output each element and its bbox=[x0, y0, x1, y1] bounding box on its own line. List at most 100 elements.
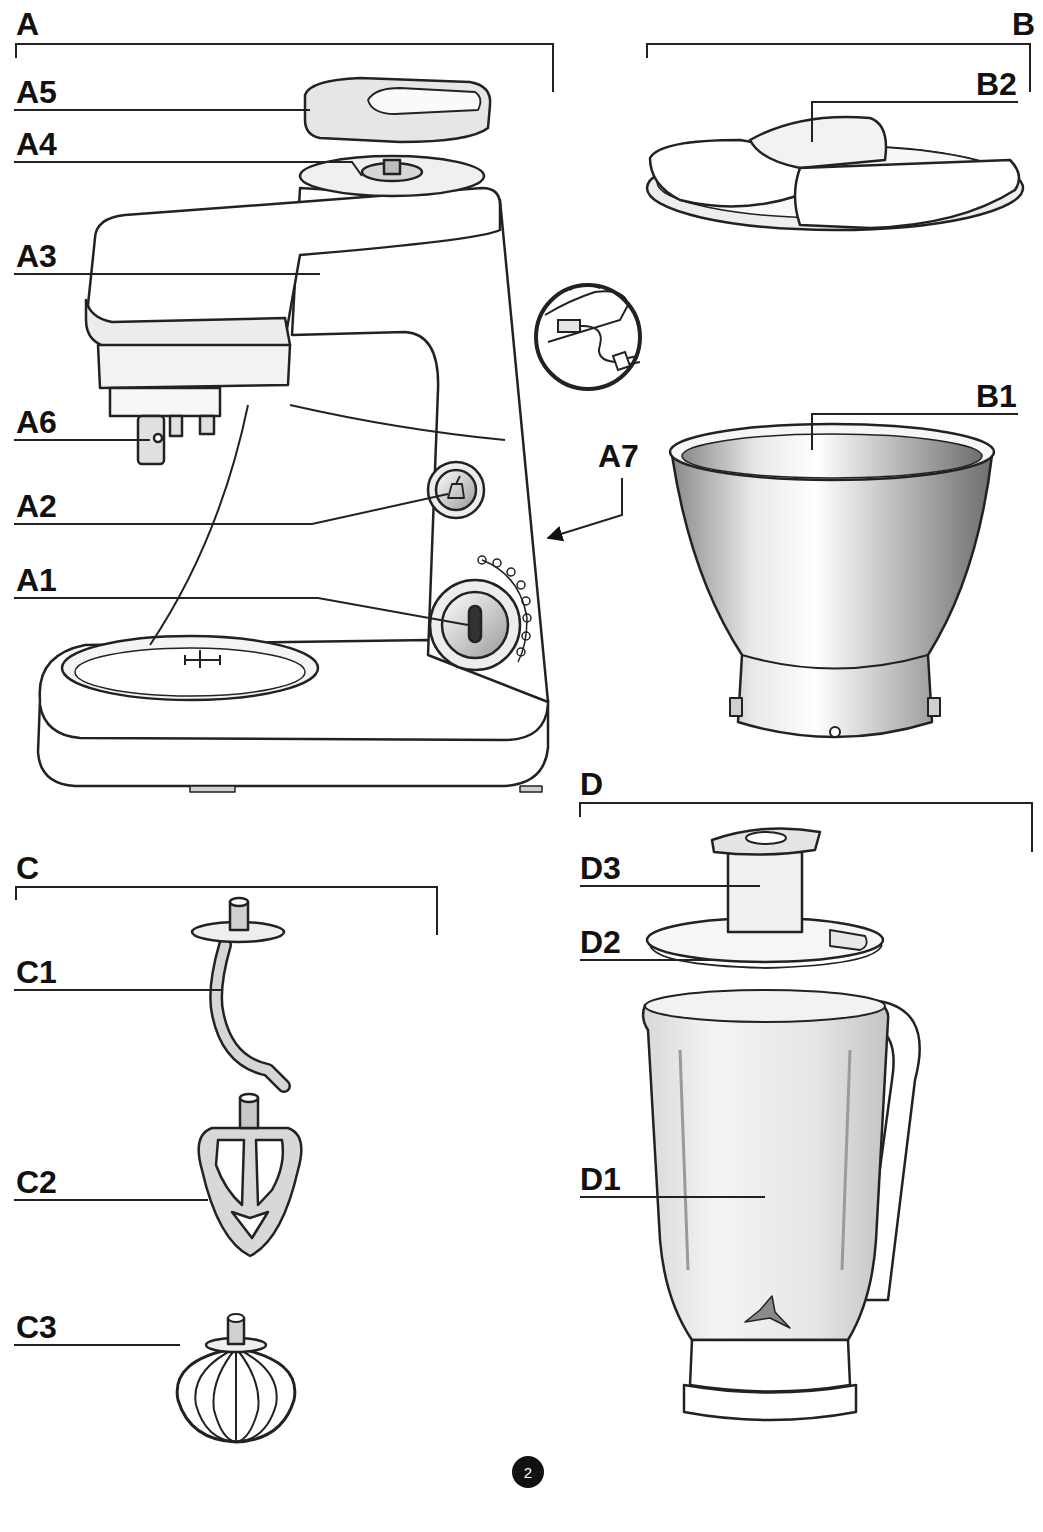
callout-label: B1 bbox=[976, 380, 1017, 412]
callout-label: A7 bbox=[598, 440, 639, 472]
leader-line bbox=[14, 1344, 180, 1346]
wire-whisk bbox=[195, 1348, 276, 1442]
callout-label: D3 bbox=[580, 852, 621, 884]
group-letter: A bbox=[16, 8, 39, 40]
group-letter: C bbox=[16, 852, 39, 884]
bowl-seat bbox=[62, 636, 318, 700]
speed-dial bbox=[442, 592, 508, 658]
speed-marks bbox=[507, 568, 515, 576]
dough-hook bbox=[216, 945, 284, 1086]
callout-label: C1 bbox=[16, 956, 57, 988]
page-number-badge: 2 bbox=[511, 1455, 545, 1489]
speed-marks bbox=[517, 581, 525, 589]
callout-label: B2 bbox=[976, 68, 1017, 100]
wire-whisk bbox=[177, 1348, 295, 1442]
flat-beater bbox=[256, 1140, 283, 1205]
mixer-head bbox=[88, 188, 500, 340]
badge-circle bbox=[512, 1456, 544, 1488]
group-bracket bbox=[647, 44, 1030, 92]
stand-mixer bbox=[38, 78, 548, 792]
mixer-feet bbox=[190, 786, 542, 792]
bowl-lock bbox=[185, 650, 220, 668]
leader-line bbox=[580, 885, 760, 887]
head-band bbox=[86, 300, 290, 348]
flat-beater bbox=[199, 1128, 302, 1256]
leader-line bbox=[14, 1199, 208, 1201]
mixing-bowl bbox=[730, 698, 940, 716]
bowl-lid bbox=[647, 117, 1023, 230]
wire-whisk bbox=[235, 1348, 237, 1442]
blender-jug bbox=[830, 930, 867, 950]
stand-mixer bbox=[200, 416, 214, 434]
power-cord-inset bbox=[558, 320, 580, 332]
speed-marks bbox=[482, 560, 527, 662]
blender-jug bbox=[684, 1385, 856, 1420]
stand-mixer bbox=[170, 416, 182, 436]
mixing-bowl bbox=[670, 424, 994, 480]
blender-jug bbox=[746, 832, 786, 844]
blender-jug bbox=[643, 996, 888, 1340]
power-cord-inset bbox=[580, 326, 615, 362]
group-letter: B bbox=[1012, 8, 1035, 40]
mixing-bowl bbox=[742, 655, 928, 669]
stand-mixer bbox=[469, 606, 481, 642]
mixing-bowl bbox=[830, 727, 840, 737]
wire-whisk bbox=[228, 1314, 244, 1322]
bowl-lid bbox=[750, 117, 886, 168]
blender-jug bbox=[645, 990, 885, 1022]
callout-label: A2 bbox=[16, 490, 57, 522]
stand-mixer bbox=[384, 160, 400, 174]
power-cord-inset bbox=[628, 356, 640, 364]
blade bbox=[745, 1296, 790, 1328]
blender-jug bbox=[712, 828, 820, 854]
leader-line bbox=[14, 439, 150, 441]
flat-beater bbox=[240, 1094, 258, 1102]
head-underside bbox=[98, 345, 290, 388]
callout-label: C2 bbox=[16, 1166, 57, 1198]
leader-line bbox=[812, 102, 1018, 142]
blender-jug bbox=[643, 828, 920, 1420]
stand-mixer bbox=[448, 476, 464, 498]
mixer-column bbox=[292, 188, 548, 702]
dough-hook bbox=[192, 898, 284, 1086]
group-letter: D bbox=[580, 768, 603, 800]
outlet-cap bbox=[305, 78, 490, 142]
leader-line bbox=[14, 598, 468, 625]
leader-line bbox=[580, 959, 712, 961]
mixing-bowl bbox=[682, 434, 982, 478]
filler-cap bbox=[728, 852, 802, 932]
leader-line bbox=[14, 162, 362, 176]
speed-button-ring bbox=[428, 462, 484, 518]
wire-whisk bbox=[213, 1348, 258, 1442]
base-front-edge bbox=[40, 705, 548, 740]
power-cord-inset bbox=[536, 284, 640, 389]
callout-label: A3 bbox=[16, 240, 57, 272]
callout-label: A4 bbox=[16, 128, 57, 160]
mixing-bowl bbox=[672, 455, 992, 737]
bowl-lid bbox=[795, 160, 1019, 228]
leader-line bbox=[812, 414, 1018, 450]
callout-label: C3 bbox=[16, 1311, 57, 1343]
power-cord-inset bbox=[613, 352, 630, 370]
dough-hook bbox=[216, 945, 284, 1086]
stand-mixer bbox=[75, 648, 305, 696]
leader-line bbox=[14, 494, 448, 524]
power-cord-inset bbox=[536, 285, 640, 389]
callout-label: A5 bbox=[16, 76, 57, 108]
leader-line bbox=[14, 273, 320, 275]
power-cord-inset bbox=[570, 284, 600, 290]
leader-line bbox=[580, 1196, 765, 1198]
flat-beater bbox=[232, 1212, 268, 1238]
callout-label: D2 bbox=[580, 926, 621, 958]
leader-line bbox=[548, 478, 622, 538]
jug-base bbox=[690, 1340, 850, 1392]
speed-marks bbox=[478, 556, 531, 662]
power-cord-inset bbox=[545, 291, 628, 342]
beater-shaft-housing bbox=[110, 388, 220, 416]
callout-label: A6 bbox=[16, 406, 57, 438]
leader-line bbox=[14, 989, 222, 991]
dough-hook bbox=[230, 898, 248, 906]
group-bracket bbox=[16, 44, 1032, 935]
stand-mixer bbox=[368, 88, 480, 114]
blender-jug bbox=[680, 1050, 850, 1270]
